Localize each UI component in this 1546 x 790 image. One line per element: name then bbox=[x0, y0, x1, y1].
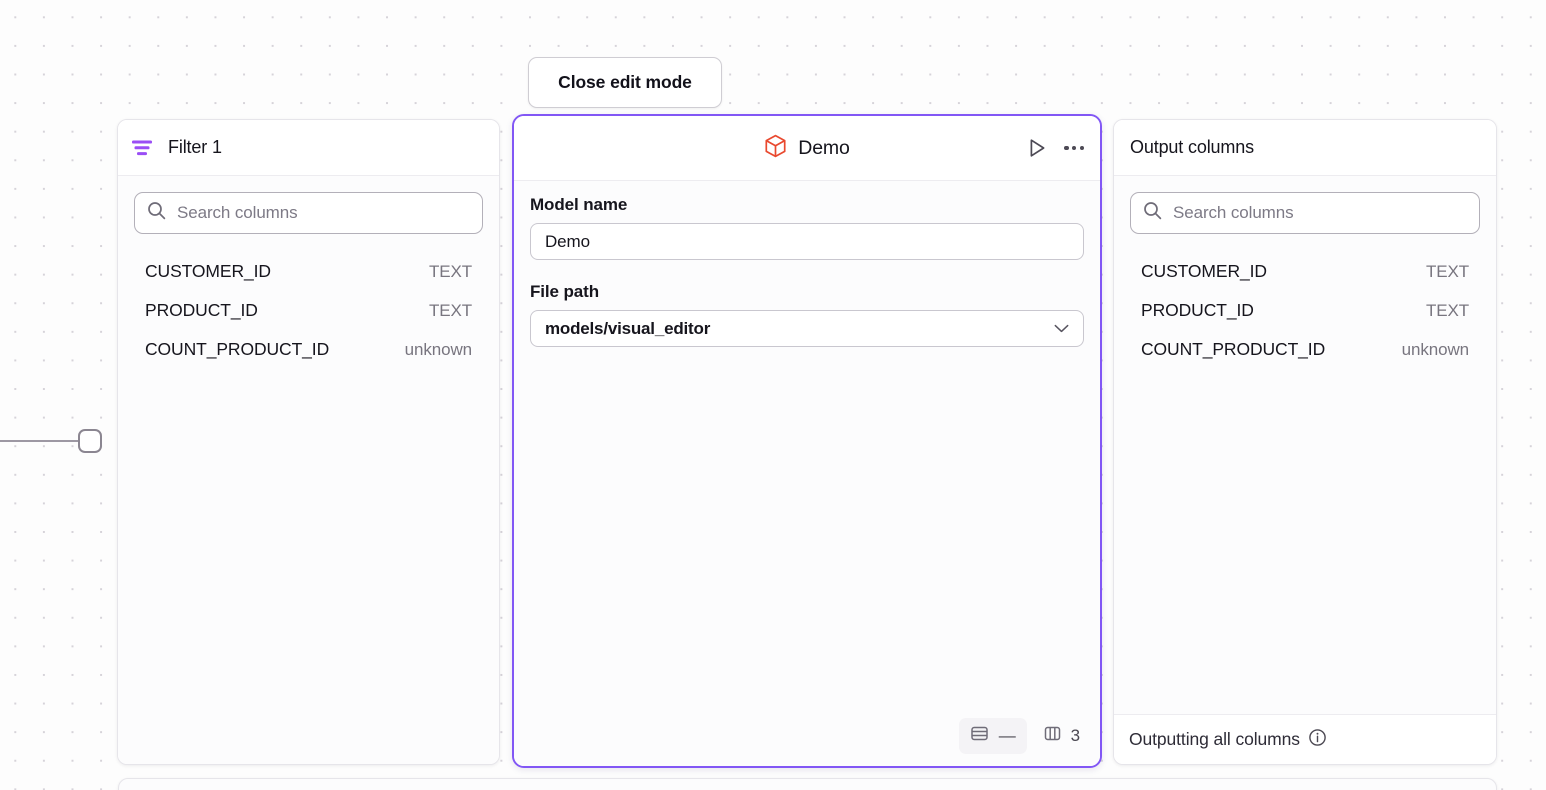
model-header-actions bbox=[1026, 116, 1084, 180]
column-type: TEXT bbox=[428, 301, 472, 320]
chevron-down-icon bbox=[1054, 320, 1069, 338]
table-row[interactable]: COUNT_PRODUCT_ID unknown bbox=[134, 330, 483, 369]
model-panel-header: Demo bbox=[514, 116, 1100, 181]
more-options-icon[interactable] bbox=[1064, 145, 1084, 151]
column-name: PRODUCT_ID bbox=[145, 300, 258, 320]
close-edit-mode-button[interactable]: Close edit mode bbox=[528, 57, 722, 108]
outputting-all-columns-label: Outputting all columns bbox=[1129, 729, 1300, 749]
column-type: TEXT bbox=[1425, 262, 1469, 281]
output-columns-panel[interactable]: Output columns Search columns CUSTOMER_I… bbox=[1113, 119, 1497, 765]
model-node-panel[interactable]: Demo Model name File path models/visual_… bbox=[512, 114, 1102, 768]
filter-icon bbox=[132, 140, 154, 156]
column-name: COUNT_PRODUCT_ID bbox=[145, 339, 330, 359]
table-row[interactable]: CUSTOMER_ID TEXT bbox=[134, 252, 483, 291]
filter-node-panel[interactable]: Filter 1 Search columns CUSTOMER_ID TEXT… bbox=[117, 119, 500, 765]
filter-panel-title: Filter 1 bbox=[168, 137, 222, 157]
file-path-select[interactable]: models/visual_editor bbox=[530, 310, 1084, 347]
table-row[interactable]: COUNT_PRODUCT_ID unknown bbox=[1130, 330, 1480, 369]
output-search-placeholder: Search columns bbox=[1173, 203, 1294, 222]
cube-icon bbox=[764, 134, 787, 163]
output-search-columns-input[interactable]: Search columns bbox=[1130, 192, 1480, 234]
column-name: CUSTOMER_ID bbox=[145, 261, 271, 281]
row-count-group[interactable]: — bbox=[958, 718, 1027, 754]
play-icon[interactable] bbox=[1026, 137, 1048, 159]
column-count-value: 3 bbox=[1070, 726, 1080, 745]
model-panel-title: Demo bbox=[798, 136, 850, 159]
column-name: PRODUCT_ID bbox=[1141, 300, 1254, 320]
search-icon bbox=[1143, 201, 1162, 225]
filter-panel-header: Filter 1 bbox=[118, 120, 499, 176]
node-input-handle[interactable] bbox=[78, 429, 102, 453]
filter-search-placeholder: Search columns bbox=[177, 203, 298, 222]
output-panel-footer: Outputting all columns bbox=[1114, 714, 1496, 764]
column-name: COUNT_PRODUCT_ID bbox=[1141, 339, 1326, 359]
model-stats-footer: — 3 bbox=[958, 718, 1086, 754]
output-panel-body: Search columns CUSTOMER_ID TEXT PRODUCT_… bbox=[1114, 176, 1496, 714]
model-panel-body: Model name File path models/visual_edito… bbox=[514, 181, 1100, 766]
column-name: CUSTOMER_ID bbox=[1141, 261, 1267, 281]
rows-icon bbox=[970, 724, 989, 748]
columns-icon bbox=[1043, 724, 1062, 748]
table-row[interactable]: CUSTOMER_ID TEXT bbox=[1130, 252, 1480, 291]
output-column-list: CUSTOMER_ID TEXT PRODUCT_ID TEXT COUNT_P… bbox=[1130, 252, 1480, 369]
filter-column-list: CUSTOMER_ID TEXT PRODUCT_ID TEXT COUNT_P… bbox=[134, 252, 483, 369]
filter-search-columns-input[interactable]: Search columns bbox=[134, 192, 483, 234]
bottom-partial-panel[interactable] bbox=[118, 778, 1497, 790]
column-type: TEXT bbox=[1425, 301, 1469, 320]
info-icon[interactable] bbox=[1308, 728, 1327, 752]
row-count-value: — bbox=[998, 726, 1016, 745]
table-row[interactable]: PRODUCT_ID TEXT bbox=[134, 291, 483, 330]
edge-connector-line bbox=[0, 440, 82, 442]
column-type: unknown bbox=[1401, 340, 1469, 359]
filter-panel-body: Search columns CUSTOMER_ID TEXT PRODUCT_… bbox=[118, 176, 499, 764]
search-icon bbox=[147, 201, 166, 225]
table-row[interactable]: PRODUCT_ID TEXT bbox=[1130, 291, 1480, 330]
file-path-label: File path bbox=[530, 282, 599, 301]
file-path-value: models/visual_editor bbox=[545, 318, 711, 338]
column-type: TEXT bbox=[428, 262, 472, 281]
output-panel-title: Output columns bbox=[1130, 137, 1254, 157]
model-name-input[interactable] bbox=[530, 223, 1084, 260]
column-type: unknown bbox=[404, 340, 472, 359]
model-name-label: Model name bbox=[530, 195, 628, 214]
output-panel-header: Output columns bbox=[1114, 120, 1496, 176]
column-count-group[interactable]: 3 bbox=[1031, 718, 1086, 754]
